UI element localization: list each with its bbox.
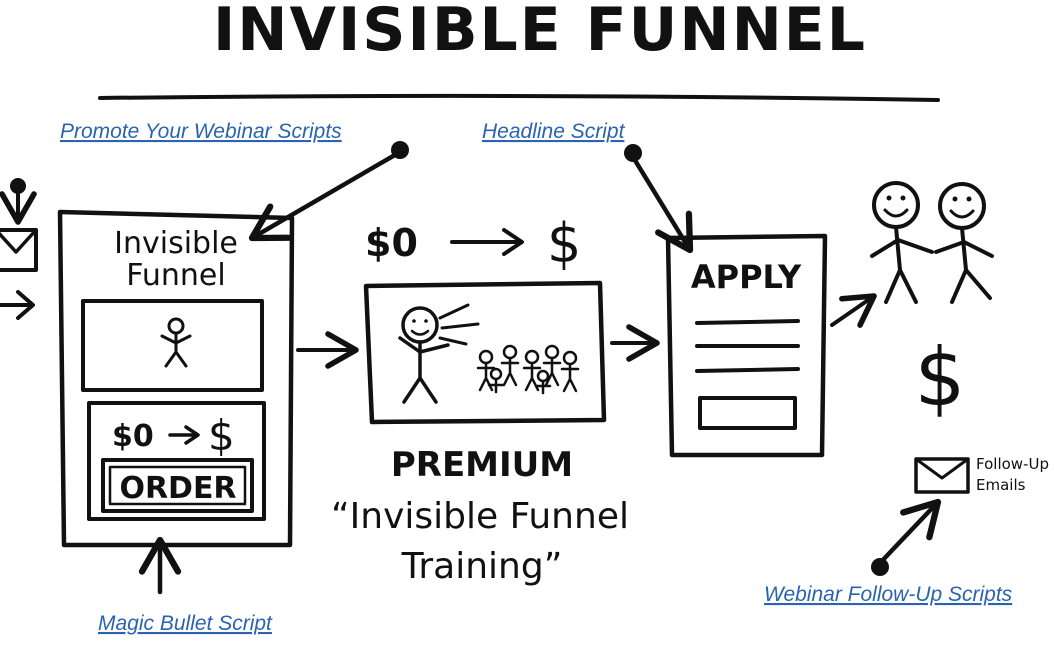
envelope-icon: [0, 228, 38, 272]
premium-label: PREMIUM: [391, 445, 573, 485]
form-line-3: [695, 367, 800, 373]
premium-training: $0 $ PREMIUM “Invisible Funnel Trai: [331, 212, 629, 587]
webinar-screen-frame: [363, 280, 607, 425]
page-price-from: $0: [112, 419, 154, 454]
presenter-icon: [398, 303, 480, 404]
happy-customers-icon: [870, 181, 994, 304]
form-line-1: [695, 319, 800, 325]
follow-up-label-line1: Follow-Up: [976, 455, 1049, 473]
incoming-traffic: [0, 178, 38, 320]
diagram-title: INVISIBLE FUNNEL: [213, 0, 867, 65]
headline-pointer-arrow: [630, 154, 694, 254]
audience-icon: [476, 344, 580, 395]
arrow-right-icon: [0, 290, 35, 320]
order-section-frame: [87, 401, 266, 521]
revenue-dollar-sign: $: [915, 331, 966, 424]
premium-price-to: $: [547, 212, 581, 275]
title-underline: [98, 93, 940, 102]
premium-quote-line2: Training”: [401, 546, 563, 587]
headline-script-link[interactable]: Headline Script: [482, 120, 626, 143]
follow-up-emails: Follow-Up Emails: [914, 455, 1049, 494]
page-title-line2: Funnel: [126, 258, 225, 293]
promote-webinar-scripts-link[interactable]: Promote Your Webinar Scripts: [60, 120, 342, 143]
invisible-funnel-page: Invisible Funnel $0 $ ORDER: [57, 209, 295, 548]
follow-up-pointer-arrow: [877, 498, 942, 566]
page-title-line1: Invisible: [114, 226, 238, 261]
premium-price-arrow: [450, 228, 524, 256]
webinar-follow-up-scripts-link[interactable]: Webinar Follow-Up Scripts: [764, 583, 1013, 606]
premium-quote-line1: “Invisible Funnel: [331, 496, 629, 537]
headline-pointer-dot: [624, 144, 642, 162]
page-price-to: $: [208, 411, 235, 460]
follow-up-pointer-dot: [871, 558, 889, 576]
entry-dot: [10, 178, 26, 194]
apply-label: APPLY: [691, 258, 802, 296]
apply-form: APPLY: [665, 233, 828, 458]
order-button-label[interactable]: ORDER: [119, 471, 236, 506]
envelope-icon: [914, 457, 970, 494]
video-frame: [81, 299, 264, 392]
premium-price-from: $0: [365, 221, 418, 265]
stick-figure-icon: [160, 317, 192, 368]
page-price-arrow: [168, 425, 200, 445]
promote-pointer-arrow: [248, 149, 403, 242]
page-frame: [57, 209, 295, 548]
arrow-to-customers: [830, 293, 877, 328]
follow-up-label-line2: Emails: [976, 476, 1026, 494]
order-button-frame[interactable]: [101, 458, 254, 513]
apply-form-frame: [665, 233, 828, 458]
order-button-inner: [108, 465, 247, 506]
form-submit-box[interactable]: [698, 396, 797, 430]
magic-bullet-script-link[interactable]: Magic Bullet Script: [98, 612, 273, 635]
